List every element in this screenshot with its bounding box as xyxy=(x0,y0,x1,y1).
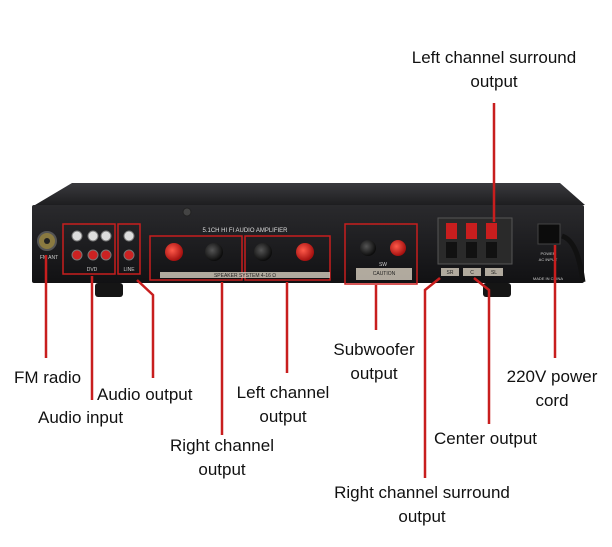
panel-title: 5.1CH HI FI AUDIO AMPLIFIER xyxy=(202,228,288,234)
made-in-label: MADE IN CHINA xyxy=(533,276,564,281)
speaker-system-label: SPEAKER SYSTEM 4-16 Ω xyxy=(214,273,276,279)
dvd-label: DVD xyxy=(87,267,98,273)
audio-input-panel: DVD xyxy=(62,223,116,275)
sl-label: SL xyxy=(491,270,497,276)
ac-input-label: AC INPUT xyxy=(539,257,558,262)
label-audio-output: Audio output xyxy=(97,385,193,404)
fm-antenna-jack: FM ANT xyxy=(37,231,58,261)
label-power-cord: 220V power cord xyxy=(506,367,598,410)
label-audio-input: Audio input xyxy=(38,408,124,427)
label-right-surround: Right channel surround output xyxy=(334,483,510,526)
power-socket: POWER AC INPUT MADE IN CHINA xyxy=(533,223,586,283)
subwoofer-terminals: SW CAUTION xyxy=(344,223,418,285)
sr-label: SR xyxy=(447,270,454,276)
line-label: LINE xyxy=(123,267,135,273)
surround-terminals: SR C SL xyxy=(437,217,513,276)
label-right-channel: Right channel output xyxy=(170,436,274,479)
label-center: Center output xyxy=(434,429,538,448)
power-label: POWER xyxy=(540,251,555,256)
speaker-terminals: 5.1CH HI FI AUDIO AMPLIFIER SPEAKER SYST… xyxy=(149,228,331,281)
c-label: C xyxy=(470,270,474,276)
label-subwoofer: Subwoofer output xyxy=(333,340,415,383)
sw-label: SW xyxy=(379,262,387,268)
label-left-surround: Left channel surround output xyxy=(411,48,577,91)
audio-output-panel: LINE xyxy=(117,223,141,275)
caution-label: CAUTION xyxy=(373,271,396,277)
fm-ant-label: FM ANT xyxy=(40,255,58,261)
label-fm-radio: FM radio xyxy=(14,368,82,387)
callout-lines xyxy=(44,103,557,478)
label-left-channel: Left channel output xyxy=(236,383,330,426)
